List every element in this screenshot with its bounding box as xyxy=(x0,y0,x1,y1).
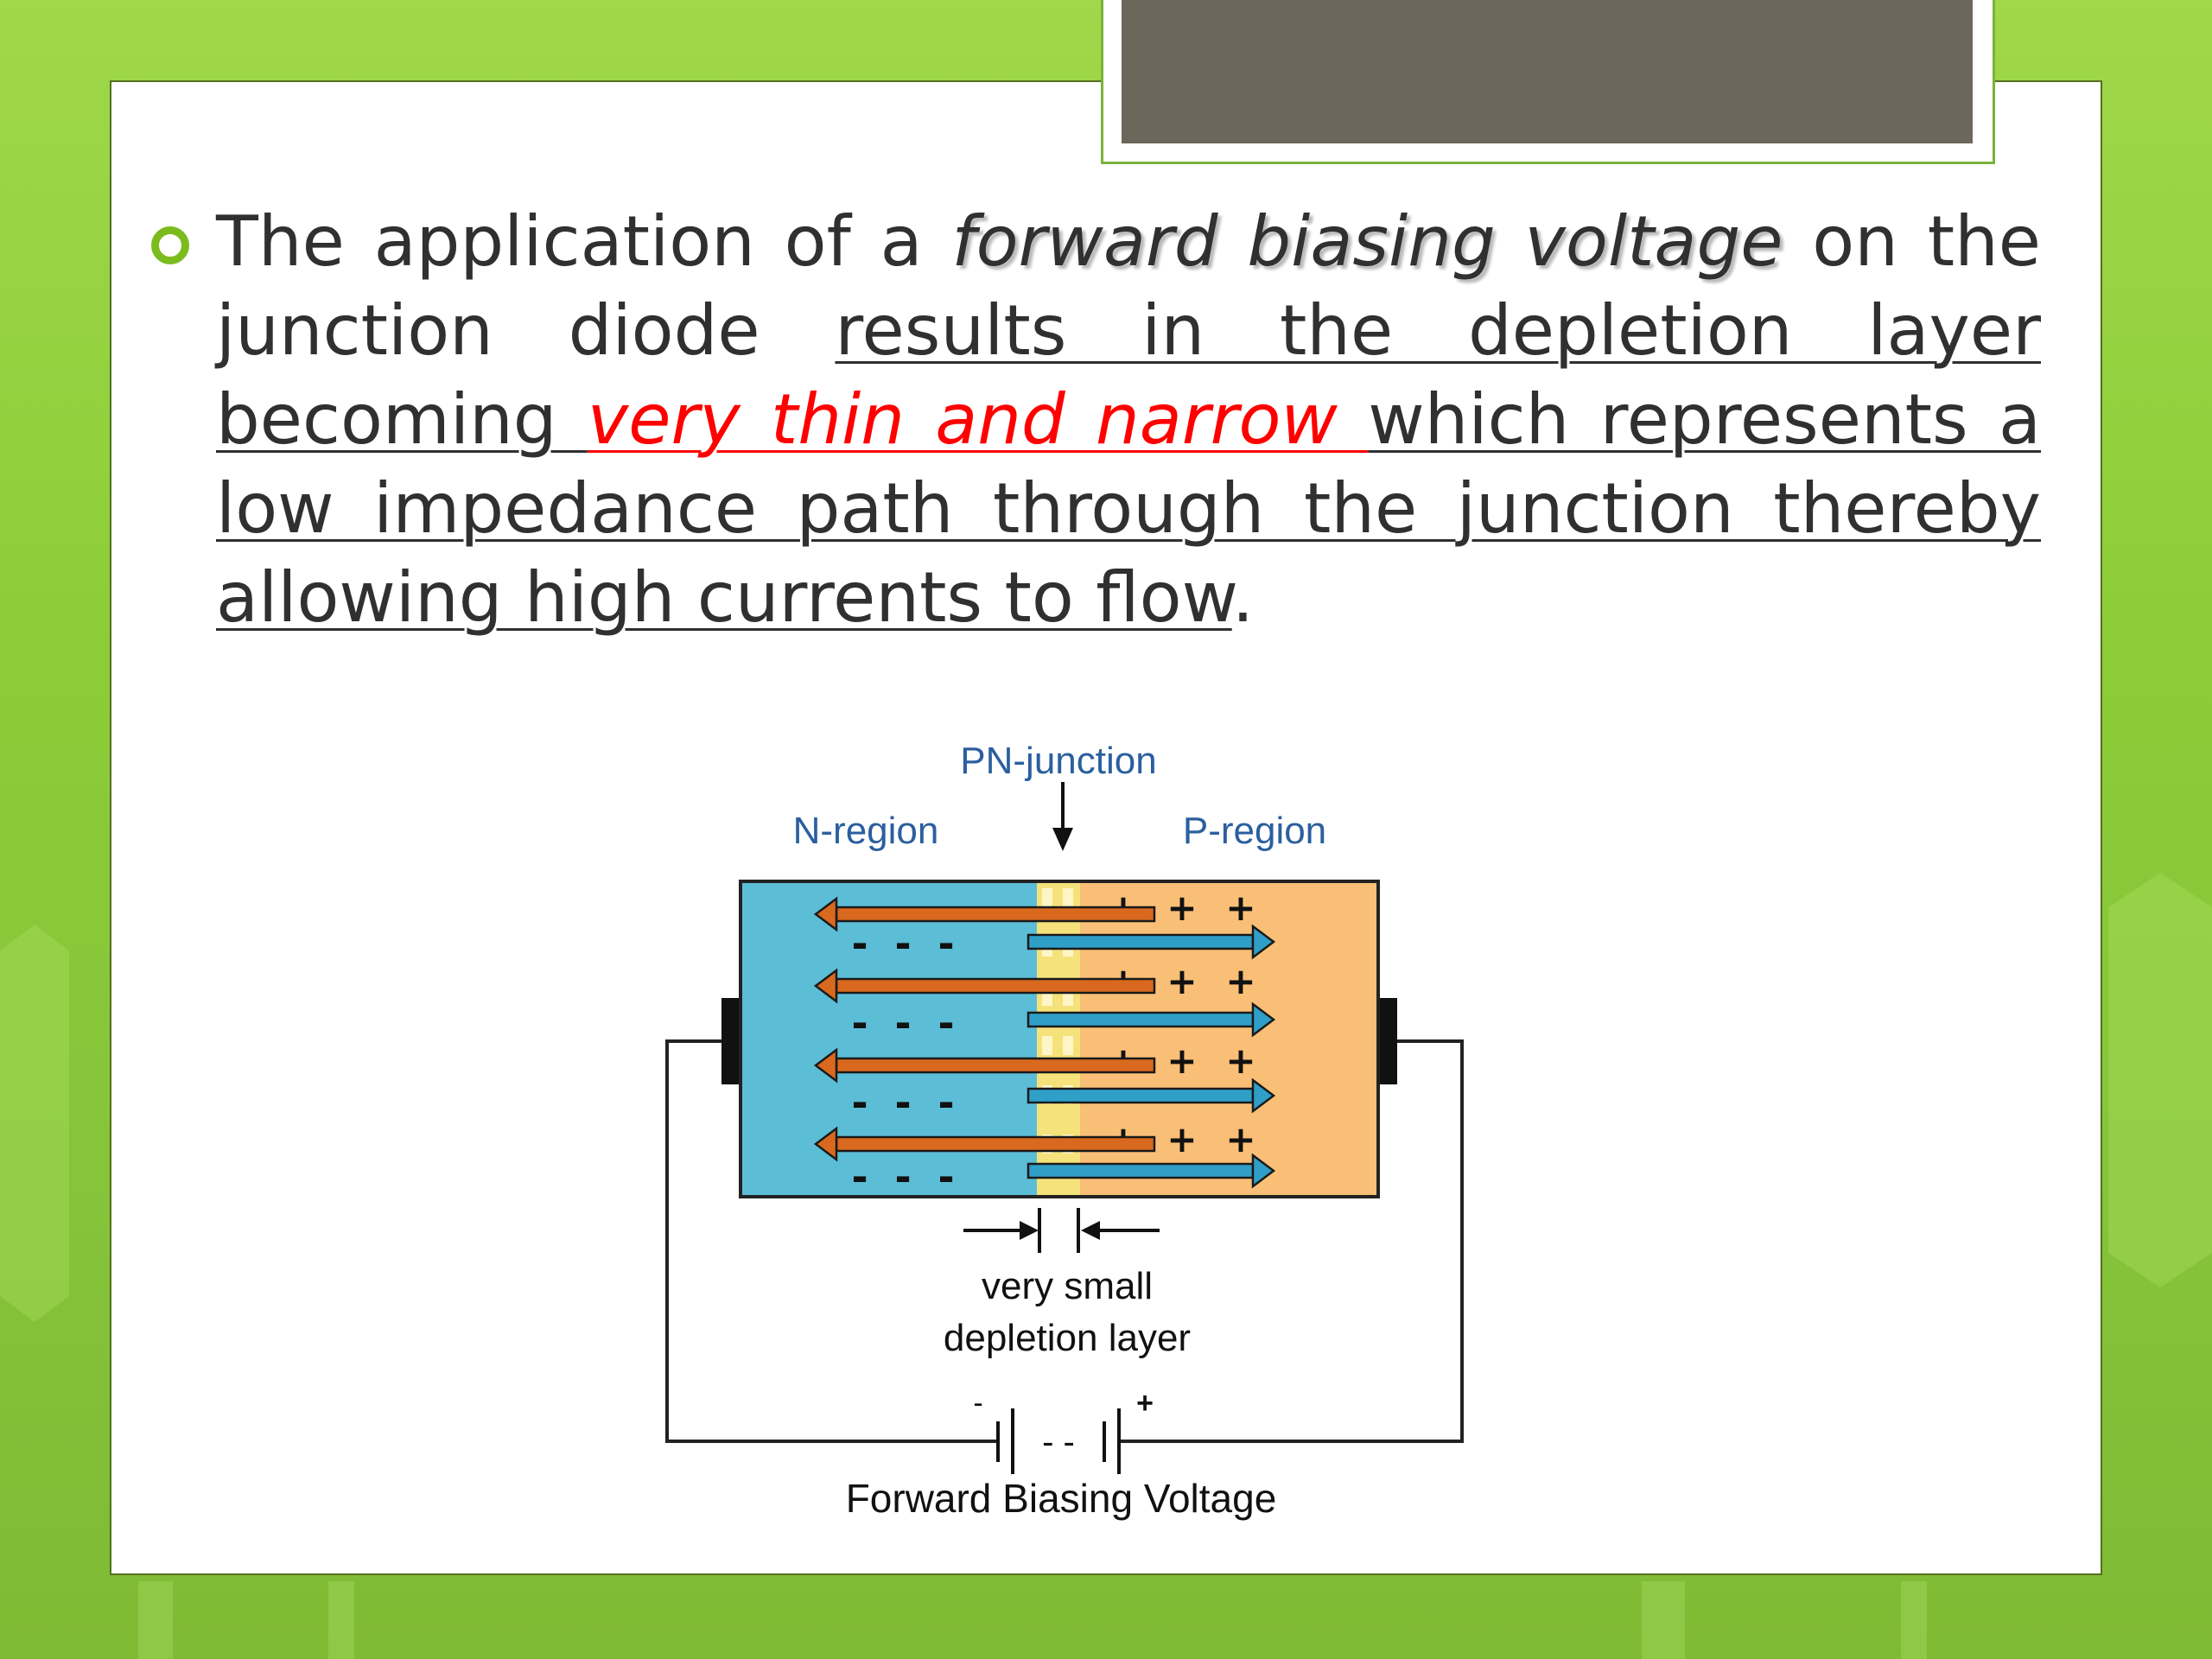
wire-right xyxy=(1119,1039,1464,1443)
electron-arrow xyxy=(813,1047,1156,1084)
electron-arrow xyxy=(813,968,1156,1004)
electron-arrow xyxy=(813,896,1156,932)
svg-text:-: - xyxy=(938,1079,954,1126)
wire-left xyxy=(665,1039,998,1443)
svg-text:-: - xyxy=(851,1079,868,1126)
battery-plus-label: + xyxy=(1136,1387,1154,1420)
svg-text:-: - xyxy=(938,1154,954,1200)
p-region-label: P-region xyxy=(1183,810,1326,852)
hole-arrow xyxy=(1027,1153,1276,1189)
hole-flow-arrows xyxy=(1027,924,1276,1189)
svg-text:-: - xyxy=(938,1000,954,1046)
title-placeholder-bar xyxy=(1122,0,1973,143)
right-electrode xyxy=(1378,998,1397,1084)
text-segment-underline: which represents a low impedance path th… xyxy=(216,379,2042,638)
bullet-circle-icon xyxy=(151,226,189,264)
left-electrode xyxy=(721,998,741,1084)
depletion-label-line1: very small xyxy=(982,1265,1153,1307)
svg-text:+: + xyxy=(1166,1118,1197,1160)
content-panel xyxy=(110,80,2102,1575)
battery-symbol xyxy=(996,1408,1121,1474)
svg-text:-: - xyxy=(894,1154,911,1200)
text-segment-plain: . xyxy=(1231,557,1255,638)
svg-text:-: - xyxy=(851,920,868,967)
svg-text:+: + xyxy=(1225,1039,1255,1082)
hole-arrow xyxy=(1027,924,1276,960)
n-region-charges: --- --- --- --- xyxy=(851,920,954,1200)
battery-dash: - - xyxy=(1042,1423,1075,1461)
svg-text:-: - xyxy=(894,1079,911,1126)
n-region-label: N-region xyxy=(793,810,939,852)
electron-flow-arrows xyxy=(813,896,1156,1162)
svg-text:-: - xyxy=(894,920,911,967)
battery-minus-label: - xyxy=(973,1387,982,1420)
pn-junction-label: PN-junction xyxy=(960,740,1156,782)
hole-arrow xyxy=(1027,1001,1276,1038)
text-segment-plain: on the junction diode xyxy=(216,201,2042,371)
svg-text:+: + xyxy=(1225,887,1255,929)
text-segment-underline: results in the depletion layer becoming xyxy=(216,290,2041,460)
voltage-label: Forward Biasing Voltage xyxy=(846,1476,1277,1521)
svg-text:+: + xyxy=(1166,887,1197,929)
bullet-text: The application of a forward biasing vol… xyxy=(216,197,2041,642)
svg-text:-: - xyxy=(851,1000,868,1046)
text-segment-emphasis: forward biasing voltage xyxy=(951,201,1783,282)
electron-arrow xyxy=(813,1126,1156,1162)
svg-text:-: - xyxy=(938,920,954,967)
junction-pointer-arrowhead xyxy=(1052,828,1073,851)
depletion-label-line2: depletion layer xyxy=(944,1317,1191,1359)
svg-text:+: + xyxy=(1166,960,1197,1002)
text-segment-red-underline: very thin and narrow xyxy=(587,379,1369,460)
depletion-width-indicator xyxy=(963,1208,1160,1253)
svg-text:+: + xyxy=(1225,960,1255,1002)
svg-text:-: - xyxy=(894,1000,911,1046)
p-region-charges: +++ +++ +++ +++ xyxy=(1108,887,1255,1160)
svg-text:+: + xyxy=(1166,1039,1197,1082)
svg-text:-: - xyxy=(851,1154,868,1200)
diode-outline xyxy=(739,880,1380,1198)
text-segment-plain: The application of a xyxy=(216,201,952,282)
pn-junction-diagram: PN-junction N-region P-region --- --- --… xyxy=(665,740,1464,1521)
svg-text:+: + xyxy=(1225,1118,1255,1160)
hole-arrow xyxy=(1027,1077,1276,1114)
